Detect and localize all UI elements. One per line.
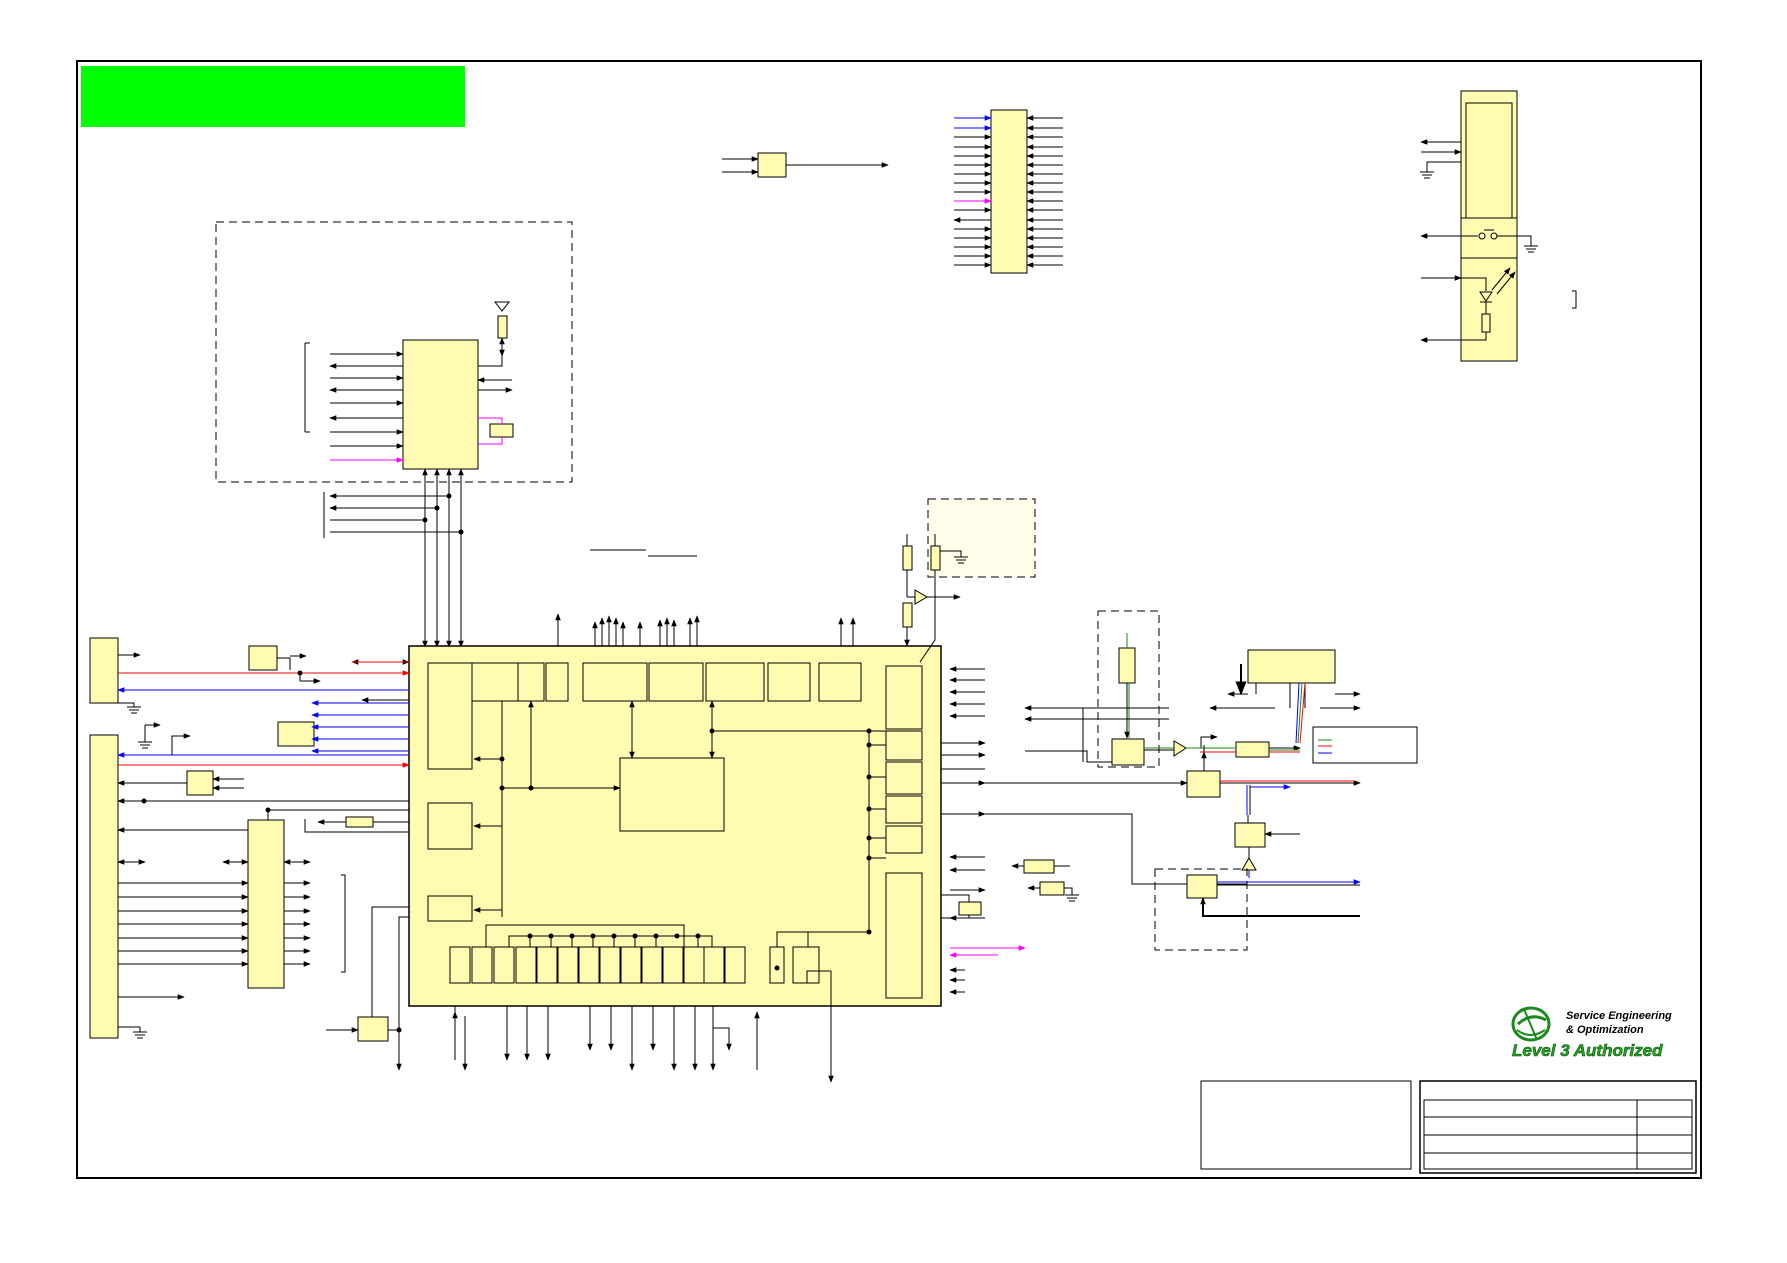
buffer-triangle-1 — [914, 589, 928, 605]
side-component-window — [1465, 102, 1513, 219]
side-component — [1420, 90, 1577, 362]
connector-header — [953, 109, 1063, 274]
buffer-block-top — [757, 152, 787, 178]
led-icon — [1479, 291, 1493, 302]
resistor-v3 — [902, 602, 913, 628]
led-resistor — [1481, 313, 1491, 333]
codec-block — [1247, 649, 1336, 684]
antenna-icon — [493, 301, 511, 312]
left-interface-block — [247, 819, 285, 989]
mixer-block — [1235, 741, 1270, 758]
connector-body — [990, 109, 1028, 274]
globe-icon — [1511, 1006, 1551, 1042]
title-block — [1200, 1080, 1697, 1174]
rf-module-group — [215, 221, 573, 648]
antenna-matching — [497, 315, 508, 339]
main-processor — [408, 549, 942, 1083]
resistor-h2 — [1039, 881, 1065, 896]
resistor-h1 — [1023, 859, 1055, 874]
logo-level: Level 3 Authorized — [1512, 1041, 1663, 1060]
title-banner — [81, 66, 465, 127]
sensor-area — [927, 498, 1036, 578]
cpu-core — [619, 757, 725, 832]
audio-path-boundary — [1097, 610, 1160, 768]
buffer-triangle-2 — [1173, 740, 1187, 757]
left-connector-main — [89, 734, 119, 1039]
crystal-right — [958, 901, 982, 916]
output-amp-3 — [1186, 874, 1218, 899]
legend-box — [1312, 726, 1418, 764]
small-block-3 — [186, 770, 214, 796]
audio-amp — [1111, 738, 1145, 766]
small-block-2 — [277, 721, 315, 747]
notes-box — [1200, 1080, 1412, 1170]
rf-module-boundary — [215, 221, 573, 483]
output-amp-2 — [1234, 822, 1266, 848]
left-section — [89, 637, 410, 1071]
logo-line1: Service Engineering — [1566, 1010, 1672, 1022]
resistor-audio — [1118, 647, 1136, 684]
left-connector-top — [89, 637, 119, 704]
buffer-triangle-3 — [1241, 857, 1257, 871]
resistor-v1 — [902, 545, 913, 571]
series-resistor-1 — [345, 816, 374, 828]
output-block-boundary — [1154, 868, 1248, 951]
service-logo: Service Engineering & Optimization Level… — [1511, 1006, 1672, 1060]
small-block-4 — [357, 1016, 389, 1042]
sheet-border — [76, 60, 1702, 1179]
output-amp-1 — [1186, 770, 1221, 798]
right-section — [902, 498, 1418, 995]
logo-line2: & Optimization — [1566, 1024, 1644, 1036]
small-block-1 — [248, 645, 278, 671]
rf-crystal — [489, 423, 514, 438]
resistor-v2 — [930, 545, 941, 571]
rf-chip — [402, 339, 479, 470]
